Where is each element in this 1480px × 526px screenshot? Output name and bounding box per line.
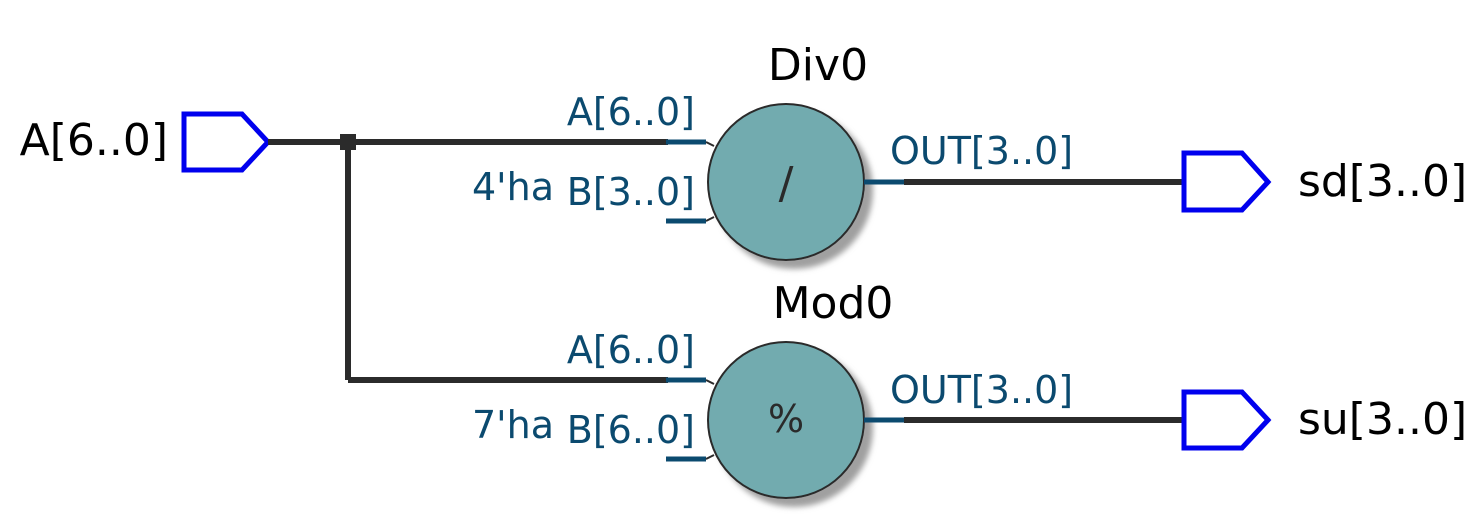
output-port-sd-symbol[interactable] [1181,150,1272,213]
input-port-a-symbol[interactable] [181,111,272,173]
operator-div0-pin-b-label: B[3..0] [567,170,695,214]
output-port-su-symbol[interactable] [1181,389,1272,451]
operator-mod0-pin-out-label: OUT[3..0] [890,368,1073,412]
operator-mod0-pin-a-label: A[6..0] [567,328,695,372]
operator-div0-pins [666,139,904,224]
wire-junction-dot [340,134,356,150]
operator-div0-name: Div0 [768,40,868,91]
operator-div0-pin-a-label: A[6..0] [567,90,695,134]
output-port-su[interactable]: su[3..0] [1181,389,1467,451]
output-port-sd-label: sd[3..0] [1298,156,1467,207]
output-port-su-label: su[3..0] [1298,394,1467,445]
output-port-sd[interactable]: sd[3..0] [1181,150,1467,213]
operator-div0-pin-out-label: OUT[3..0] [890,129,1073,173]
operator-div0-symbol: / [779,158,794,209]
input-port-a[interactable]: A[6..0] [20,111,272,173]
operator-mod0-symbol: % [768,397,804,441]
operator-mod0-name: Mod0 [773,278,894,329]
operator-mod0-pin-b-label: B[6..0] [567,408,695,452]
operator-mod0-pins [666,377,904,462]
operator-mod0-pin-ticks [705,379,715,460]
input-port-a-label: A[6..0] [20,115,168,166]
operator-mod0[interactable]: Mod0 % A[6..0] B[6..0] 7'ha OUT[3..0] [472,278,1073,499]
operator-mod0-constant: 7'ha [472,403,554,447]
wires [268,139,1184,423]
operator-div0-pin-ticks [705,141,715,222]
operator-div0[interactable]: Div0 / A[6..0] B[3..0] 4'ha OUT[3..0] [472,40,1073,261]
operator-div0-constant: 4'ha [472,165,554,209]
